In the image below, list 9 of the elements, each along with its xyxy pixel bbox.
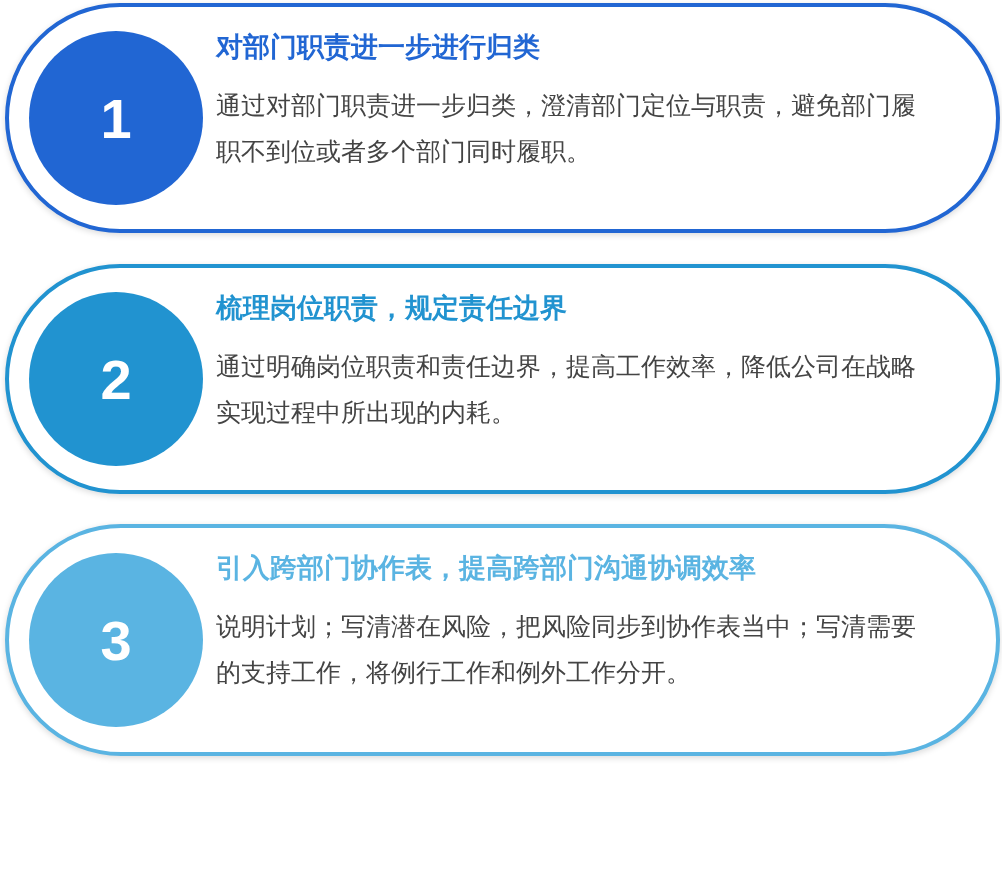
number-circle: 1 [29, 31, 203, 205]
card-text: 通过对部门职责进一步归类，澄清部门定位与职责，避免部门履职不到位或者多个部门同时履职。 [216, 90, 917, 168]
card-text: 说明计划；写清潜在风险，把风险同步到协作表当中；写清需要的支持工作，将例行工作和例外工作分开。 [216, 611, 917, 689]
card-heading: 梳理岗位职责，规定责任边界 [216, 291, 567, 325]
card-heading: 对部门职责进一步进行归类 [216, 30, 540, 64]
number-circle: 3 [29, 553, 203, 727]
number-circle: 2 [29, 292, 203, 466]
card-heading: 引入跨部门协作表，提高跨部门沟通协调效率 [216, 551, 756, 585]
card-text: 通过明确岗位职责和责任边界，提高工作效率，降低公司在战略实现过程中所出现的内耗。 [216, 351, 917, 429]
